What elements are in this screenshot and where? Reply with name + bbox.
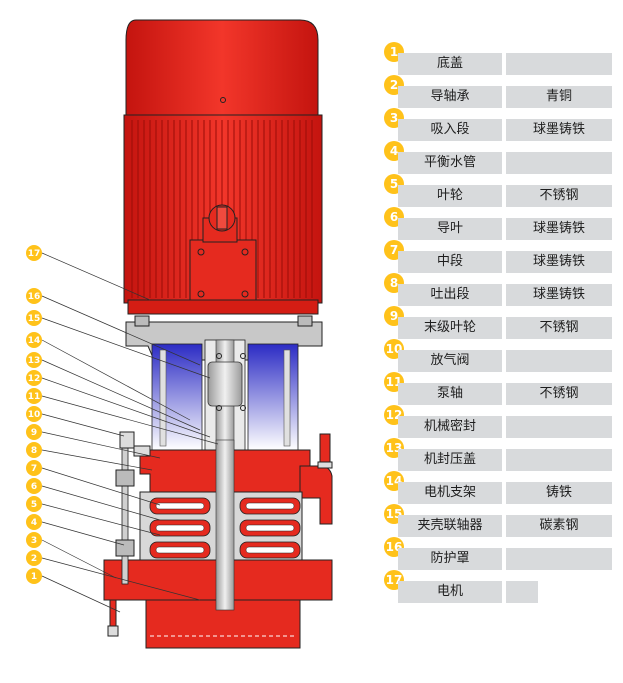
part-name-cell: 泵轴 — [398, 383, 502, 405]
callout-badge — [26, 532, 42, 548]
callout-number: 13 — [28, 356, 41, 366]
callout-badge — [26, 514, 42, 530]
part-name-cell: 机械密封 — [398, 416, 502, 438]
part-name-cell: 平衡水管 — [398, 152, 502, 174]
pump-cutaway-diagram: 17 16 15 14 13 12 11 10 9 8 7 6 5 4 3 2 1 — [26, 19, 333, 649]
part-material-cell — [506, 548, 612, 570]
part-name-cell: 导叶 — [398, 218, 502, 240]
part-name-cell: 吐出段 — [398, 284, 502, 306]
part-material-cell — [506, 416, 612, 438]
part-material-cell: 不锈钢 — [506, 383, 612, 405]
callout-badge — [26, 406, 42, 422]
callout-badge — [26, 442, 42, 458]
part-name-cell: 导轴承 — [398, 86, 502, 108]
part-material-cell — [506, 152, 612, 174]
part-material-cell — [506, 350, 612, 372]
callout-badge — [26, 460, 42, 476]
callout-number: 15 — [28, 314, 41, 324]
callout-number: 3 — [31, 536, 37, 546]
part-material-cell: 球墨铸铁 — [506, 251, 612, 273]
callout-badge — [26, 370, 42, 386]
part-material-cell — [506, 581, 538, 603]
callout-badge — [26, 310, 42, 326]
part-material-cell: 不锈钢 — [506, 185, 612, 207]
callout-badge — [26, 332, 42, 348]
part-name-cell: 电机支架 — [398, 482, 502, 504]
part-name-cell: 防护罩 — [398, 548, 502, 570]
callout-number: 16 — [28, 292, 41, 302]
part-name-cell: 夹壳联轴器 — [398, 515, 502, 537]
callout-badge — [26, 478, 42, 494]
callout-badge — [26, 496, 42, 512]
callout-number: 14 — [28, 336, 41, 346]
part-material-cell: 碳素钢 — [506, 515, 612, 537]
callout-badge — [26, 352, 42, 368]
part-material-cell: 球墨铸铁 — [506, 284, 612, 306]
callout-number: 11 — [28, 392, 41, 402]
callout-number: 1 — [31, 572, 37, 582]
part-name-cell: 电机 — [398, 581, 502, 603]
callout-number: 12 — [28, 374, 41, 384]
part-name-cell: 底盖 — [398, 53, 502, 75]
part-material-cell — [506, 449, 612, 471]
part-material-cell: 不锈钢 — [506, 317, 612, 339]
callout-number: 17 — [28, 249, 41, 259]
callout-number: 7 — [31, 464, 37, 474]
part-material-cell: 铸铁 — [506, 482, 612, 504]
callout-number: 9 — [31, 428, 37, 438]
callout-number: 8 — [31, 446, 37, 456]
part-name-cell: 叶轮 — [398, 185, 502, 207]
callout-number: 10 — [28, 410, 41, 420]
part-name-cell: 放气阀 — [398, 350, 502, 372]
callout-number: 6 — [31, 482, 37, 492]
part-name-cell: 中段 — [398, 251, 502, 273]
callout-number: 4 — [31, 518, 37, 528]
part-material-cell: 球墨铸铁 — [506, 218, 612, 240]
callouts: 17 16 15 14 13 12 11 10 9 8 7 6 5 4 3 2 1 — [26, 245, 219, 613]
callout-badge — [26, 568, 42, 584]
callout-number: 2 — [31, 554, 37, 564]
motor — [123, 19, 323, 315]
callout-badge — [26, 550, 42, 566]
callout-badge — [26, 388, 42, 404]
part-material-cell: 球墨铸铁 — [506, 119, 612, 141]
part-name-cell: 末级叶轮 — [398, 317, 502, 339]
callout-badge — [26, 245, 42, 261]
pump-casing — [103, 431, 333, 649]
callout-number: 5 — [31, 500, 37, 510]
part-name-cell: 吸入段 — [398, 119, 502, 141]
motor-bracket — [125, 315, 323, 461]
part-material-cell — [506, 53, 612, 75]
part-name-cell: 机封压盖 — [398, 449, 502, 471]
callout-badge — [26, 288, 42, 304]
callout-badge — [26, 424, 42, 440]
part-material-cell: 青铜 — [506, 86, 612, 108]
